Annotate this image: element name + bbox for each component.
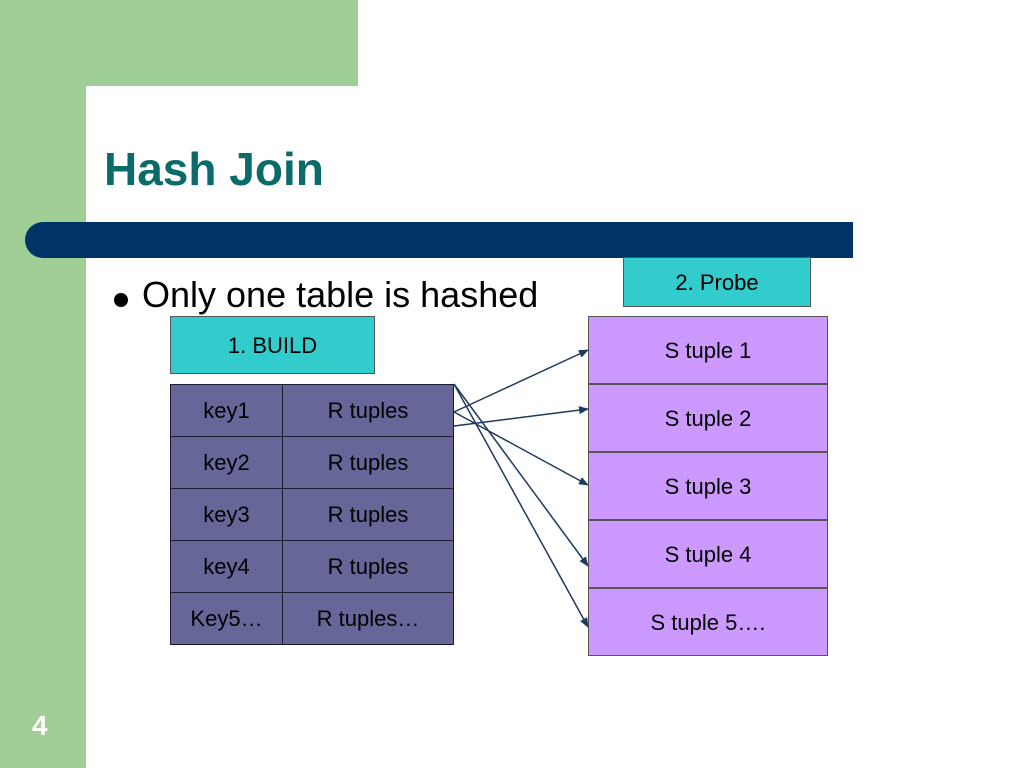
hash-key-cell: key3 (170, 488, 283, 541)
hash-value-cell: R tuples (282, 540, 454, 593)
hash-table-row: key2 R tuples (170, 436, 454, 489)
probe-label: 2. Probe (623, 257, 811, 307)
hash-value-cell: R tuples (282, 488, 454, 541)
s-tuple-box: S tuple 1 (588, 316, 828, 384)
green-top-band (0, 0, 358, 86)
s-tuple-box: S tuple 3 (588, 452, 828, 520)
slide-number: 4 (32, 710, 48, 741)
hash-table-row: key4 R tuples (170, 540, 454, 593)
hash-table-row: key3 R tuples (170, 488, 454, 541)
hash-value-cell: R tuples (282, 384, 454, 437)
hash-key-cell: key1 (170, 384, 283, 437)
s-tuple-box: S tuple 5…. (588, 588, 828, 656)
hash-value-cell: R tuples (282, 436, 454, 489)
hash-key-cell: key2 (170, 436, 283, 489)
green-side-band (0, 0, 86, 768)
hash-key-cell: Key5… (170, 592, 283, 645)
build-label: 1. BUILD (170, 316, 375, 374)
s-tuple-box: S tuple 2 (588, 384, 828, 452)
hash-value-cell: R tuples… (282, 592, 454, 645)
hash-key-cell: key4 (170, 540, 283, 593)
hash-table-row: Key5… R tuples… (170, 592, 454, 645)
s-tuple-box: S tuple 4 (588, 520, 828, 588)
hash-table: key1 R tuples key2 R tuples key3 R tuple… (170, 384, 454, 645)
hash-table-row: key1 R tuples (170, 384, 454, 437)
bullet-text: Only one table is hashed (142, 274, 539, 315)
bullet-dot-icon (114, 293, 128, 307)
title-underline-bar (25, 222, 853, 258)
slide-title: Hash Join (104, 143, 324, 195)
